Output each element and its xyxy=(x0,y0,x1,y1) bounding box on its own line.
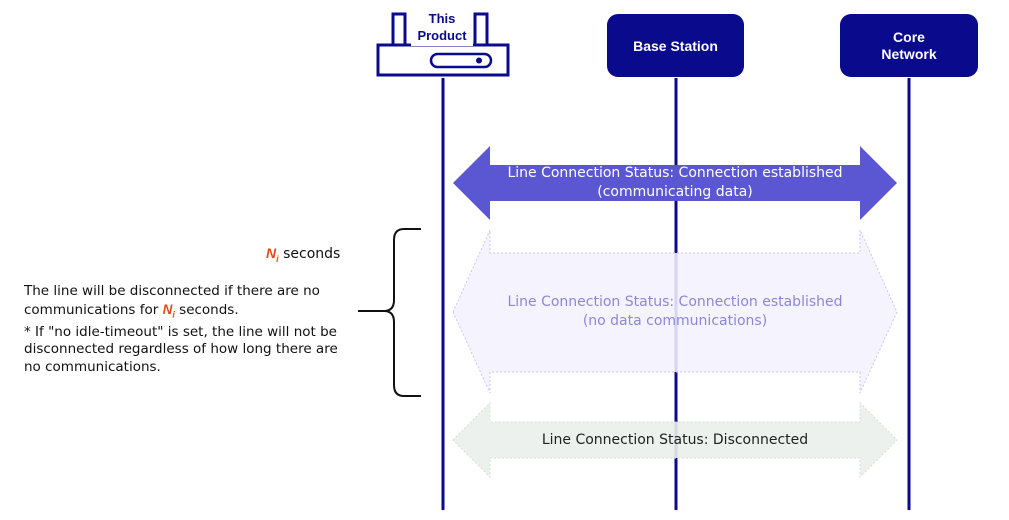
idle-status-line2: (no data communications) xyxy=(583,313,767,329)
timeout-symbol: Ni xyxy=(266,245,279,264)
timeout-brace xyxy=(358,228,421,397)
idle-timeout-note: * If "no idle-timeout" is set, the line … xyxy=(24,323,338,375)
base-station-label: Base Station xyxy=(633,38,718,54)
core-network-box xyxy=(840,14,978,77)
router-icon: This Product xyxy=(376,10,510,77)
communicating-status-line2: (communicating data) xyxy=(597,184,753,200)
idle-status-line1: Line Connection Status: Connection estab… xyxy=(507,294,842,310)
core-network-label-line1: Core xyxy=(893,29,925,45)
communicating-arrow xyxy=(453,146,897,220)
core-network-label-line2: Network xyxy=(881,46,936,62)
timeout-symbol-inline: Ni xyxy=(162,301,175,320)
product-label-line1: This xyxy=(429,11,456,26)
timeout-description-part2: seconds. xyxy=(179,301,239,318)
product-label-line2: Product xyxy=(417,28,467,43)
timeout-seconds-label: Ni seconds xyxy=(266,245,340,264)
base-station-box xyxy=(607,14,744,77)
communicating-status-line1: Line Connection Status: Connection estab… xyxy=(507,165,842,181)
disconnected-arrow xyxy=(452,401,898,479)
timeout-description: The line will be disconnected if there a… xyxy=(24,283,354,376)
disconnected-status: Line Connection Status: Disconnected xyxy=(542,432,808,448)
seconds-text: seconds xyxy=(283,246,341,262)
idle-arrow xyxy=(452,229,898,394)
timeout-description-part1: The line will be disconnected if there a… xyxy=(24,283,320,318)
